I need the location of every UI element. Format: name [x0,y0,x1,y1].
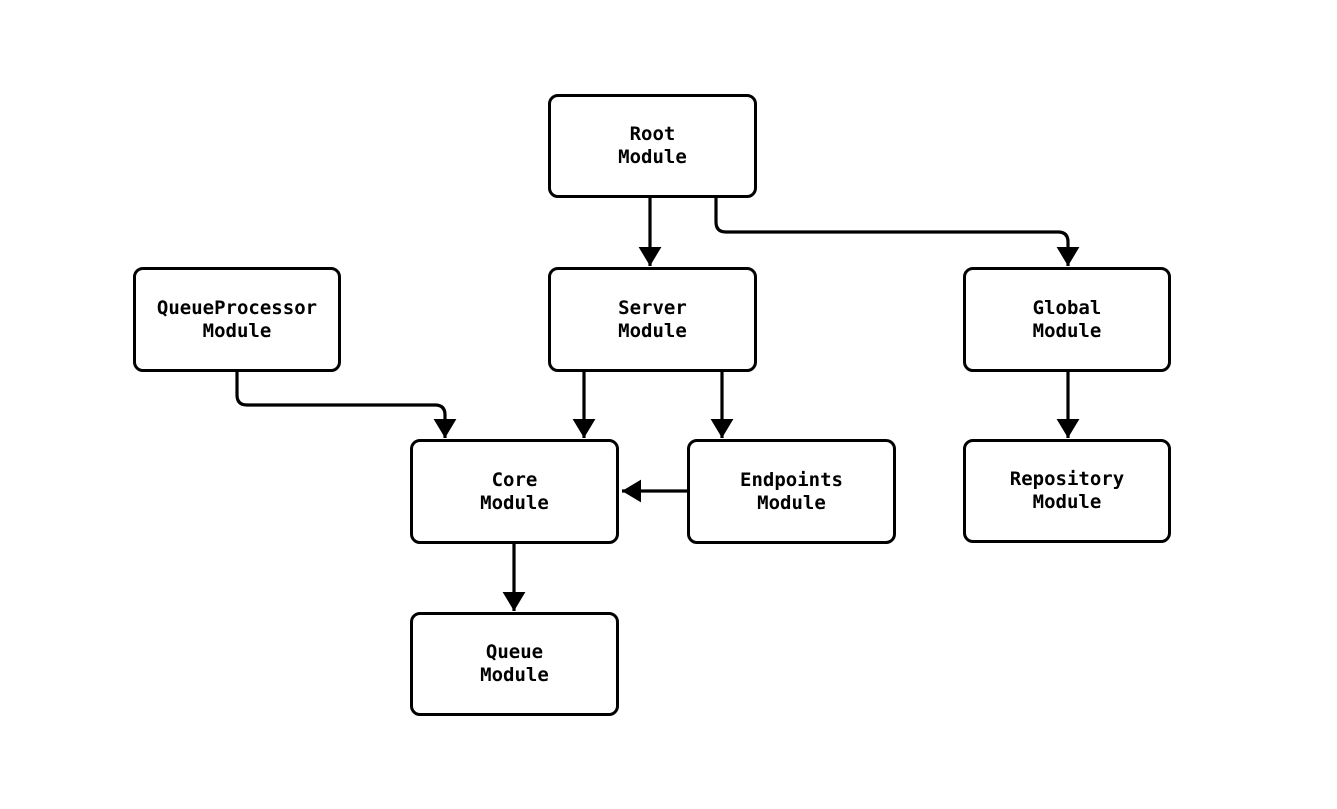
node-label: Queue Module [480,641,549,686]
node-label: QueueProcessor Module [156,296,318,342]
node-repository: Repository Module [963,439,1171,543]
node-label: Repository Module [1009,468,1125,513]
node-global: Global Module [963,267,1171,372]
node-label: Server Module [618,296,687,342]
node-label: Root Module [618,123,687,168]
node-server: Server Module [548,267,757,372]
node-label: Endpoints Module [740,468,843,514]
node-label: Core Module [480,468,549,514]
node-endpoints: Endpoints Module [687,439,896,544]
edge-paths [235,197,1080,611]
edge-root-to-global [714,197,1080,266]
node-core: Core Module [410,439,619,544]
node-queueprocessor: QueueProcessor Module [133,267,341,372]
node-root: Root Module [548,94,757,198]
edge-queueprocessor-to-core [235,371,457,438]
node-queue: Queue Module [410,612,619,716]
node-label: Global Module [1032,296,1102,342]
